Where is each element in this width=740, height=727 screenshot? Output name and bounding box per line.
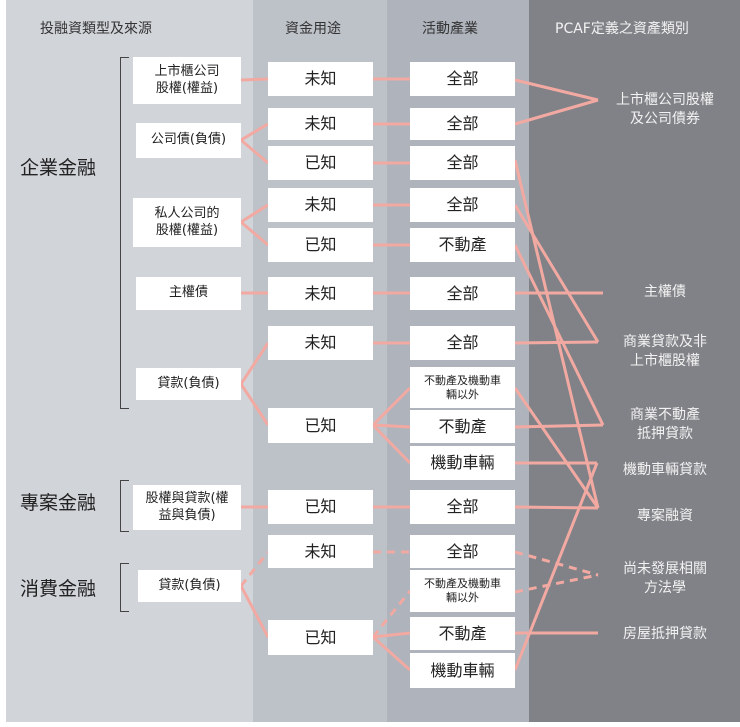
industry-box: 不動產及機動車輛以外: [410, 367, 515, 408]
pcaf-class: 上市櫃公司股權及公司債券: [616, 92, 714, 127]
connector: [513, 462, 599, 671]
use-box: 未知: [268, 188, 373, 222]
connector: [372, 631, 411, 639]
group-consumer-finance: 消費金融: [20, 578, 97, 600]
connector-dashed: [514, 550, 599, 577]
connector: [372, 635, 411, 672]
industry-box: 全部: [410, 535, 515, 568]
pcaf-class: 商業貸款及非上市櫃股權: [623, 334, 707, 369]
industry-box: 全部: [410, 108, 515, 140]
use-box: 已知: [268, 490, 373, 524]
use-box: 未知: [268, 62, 373, 96]
industry-box: 不動產及機動車輛以外: [410, 570, 515, 612]
connector: [513, 244, 605, 426]
pcaf-class: 房屋抵押貸款: [623, 626, 707, 642]
connector-dashed: [239, 551, 270, 587]
industry-box: 全部: [410, 277, 515, 310]
industry-box: 機動車輛: [410, 446, 515, 480]
bracket: [120, 563, 129, 612]
source-box: 主權債: [136, 277, 241, 310]
header-source: 投融資類型及來源: [40, 21, 152, 37]
industry-box: 全部: [410, 490, 515, 524]
connector: [514, 78, 599, 102]
industry-box: 不動產: [410, 617, 515, 650]
pcaf-class: 主權債: [644, 284, 686, 300]
connector-dashed: [514, 573, 599, 594]
industry-box: 全部: [410, 62, 515, 96]
connector: [371, 423, 412, 465]
connector: [240, 77, 269, 82]
pcaf-class: 專案融資: [637, 508, 693, 524]
connector: [239, 342, 270, 385]
pcaf-class: 機動車輛貸款: [623, 462, 707, 478]
header-pcaf: PCAF定義之資產類別: [555, 21, 689, 37]
use-box: 已知: [268, 228, 373, 262]
connector: [372, 423, 411, 429]
use-box: 已知: [268, 146, 373, 180]
connector: [513, 159, 600, 509]
use-box: 已知: [268, 620, 373, 655]
bracket: [120, 480, 129, 532]
connector: [513, 204, 600, 343]
industry-box: 全部: [410, 188, 515, 222]
connector: [240, 122, 269, 142]
connector: [514, 340, 599, 345]
connector-dashed: [371, 590, 412, 638]
use-box: 已知: [268, 408, 373, 443]
header-industry: 活動產業: [422, 21, 478, 37]
connector: [514, 505, 599, 510]
source-box: 公司債(負債): [136, 123, 241, 158]
connector: [239, 585, 270, 638]
use-box: 未知: [268, 108, 373, 140]
industry-box: 不動產: [410, 228, 515, 262]
use-box: 未知: [268, 535, 373, 568]
connector: [240, 220, 269, 247]
source-box: 私人公司的股權(權益): [133, 198, 241, 247]
group-corporate-finance: 企業金融: [20, 157, 97, 179]
use-box: 未知: [268, 277, 373, 310]
connector: [240, 203, 269, 224]
industry-box: 全部: [410, 326, 515, 360]
connector: [239, 383, 270, 426]
connector: [514, 98, 599, 126]
bracket: [120, 57, 129, 409]
header-use: 資金用途: [285, 21, 341, 37]
connector: [371, 386, 412, 427]
group-project-finance: 專案金融: [20, 492, 97, 514]
industry-box: 不動產: [410, 410, 515, 443]
use-box: 未知: [268, 326, 373, 360]
pcaf-class: 商業不動產抵押貸款: [630, 407, 700, 442]
source-box: 上市櫃公司股權(權益): [133, 57, 241, 104]
connector: [240, 138, 269, 165]
connector: [514, 423, 604, 429]
industry-box: 機動車輛: [410, 653, 515, 688]
industry-box: 全部: [410, 146, 515, 180]
source-box: 股權與貸款(權益與負債): [133, 485, 241, 530]
connector: [513, 387, 600, 509]
source-box: 貸款(負債): [136, 368, 241, 400]
source-box: 貸款(負債): [138, 570, 241, 602]
pcaf-class: 尚未發展相關方法學: [623, 561, 707, 596]
